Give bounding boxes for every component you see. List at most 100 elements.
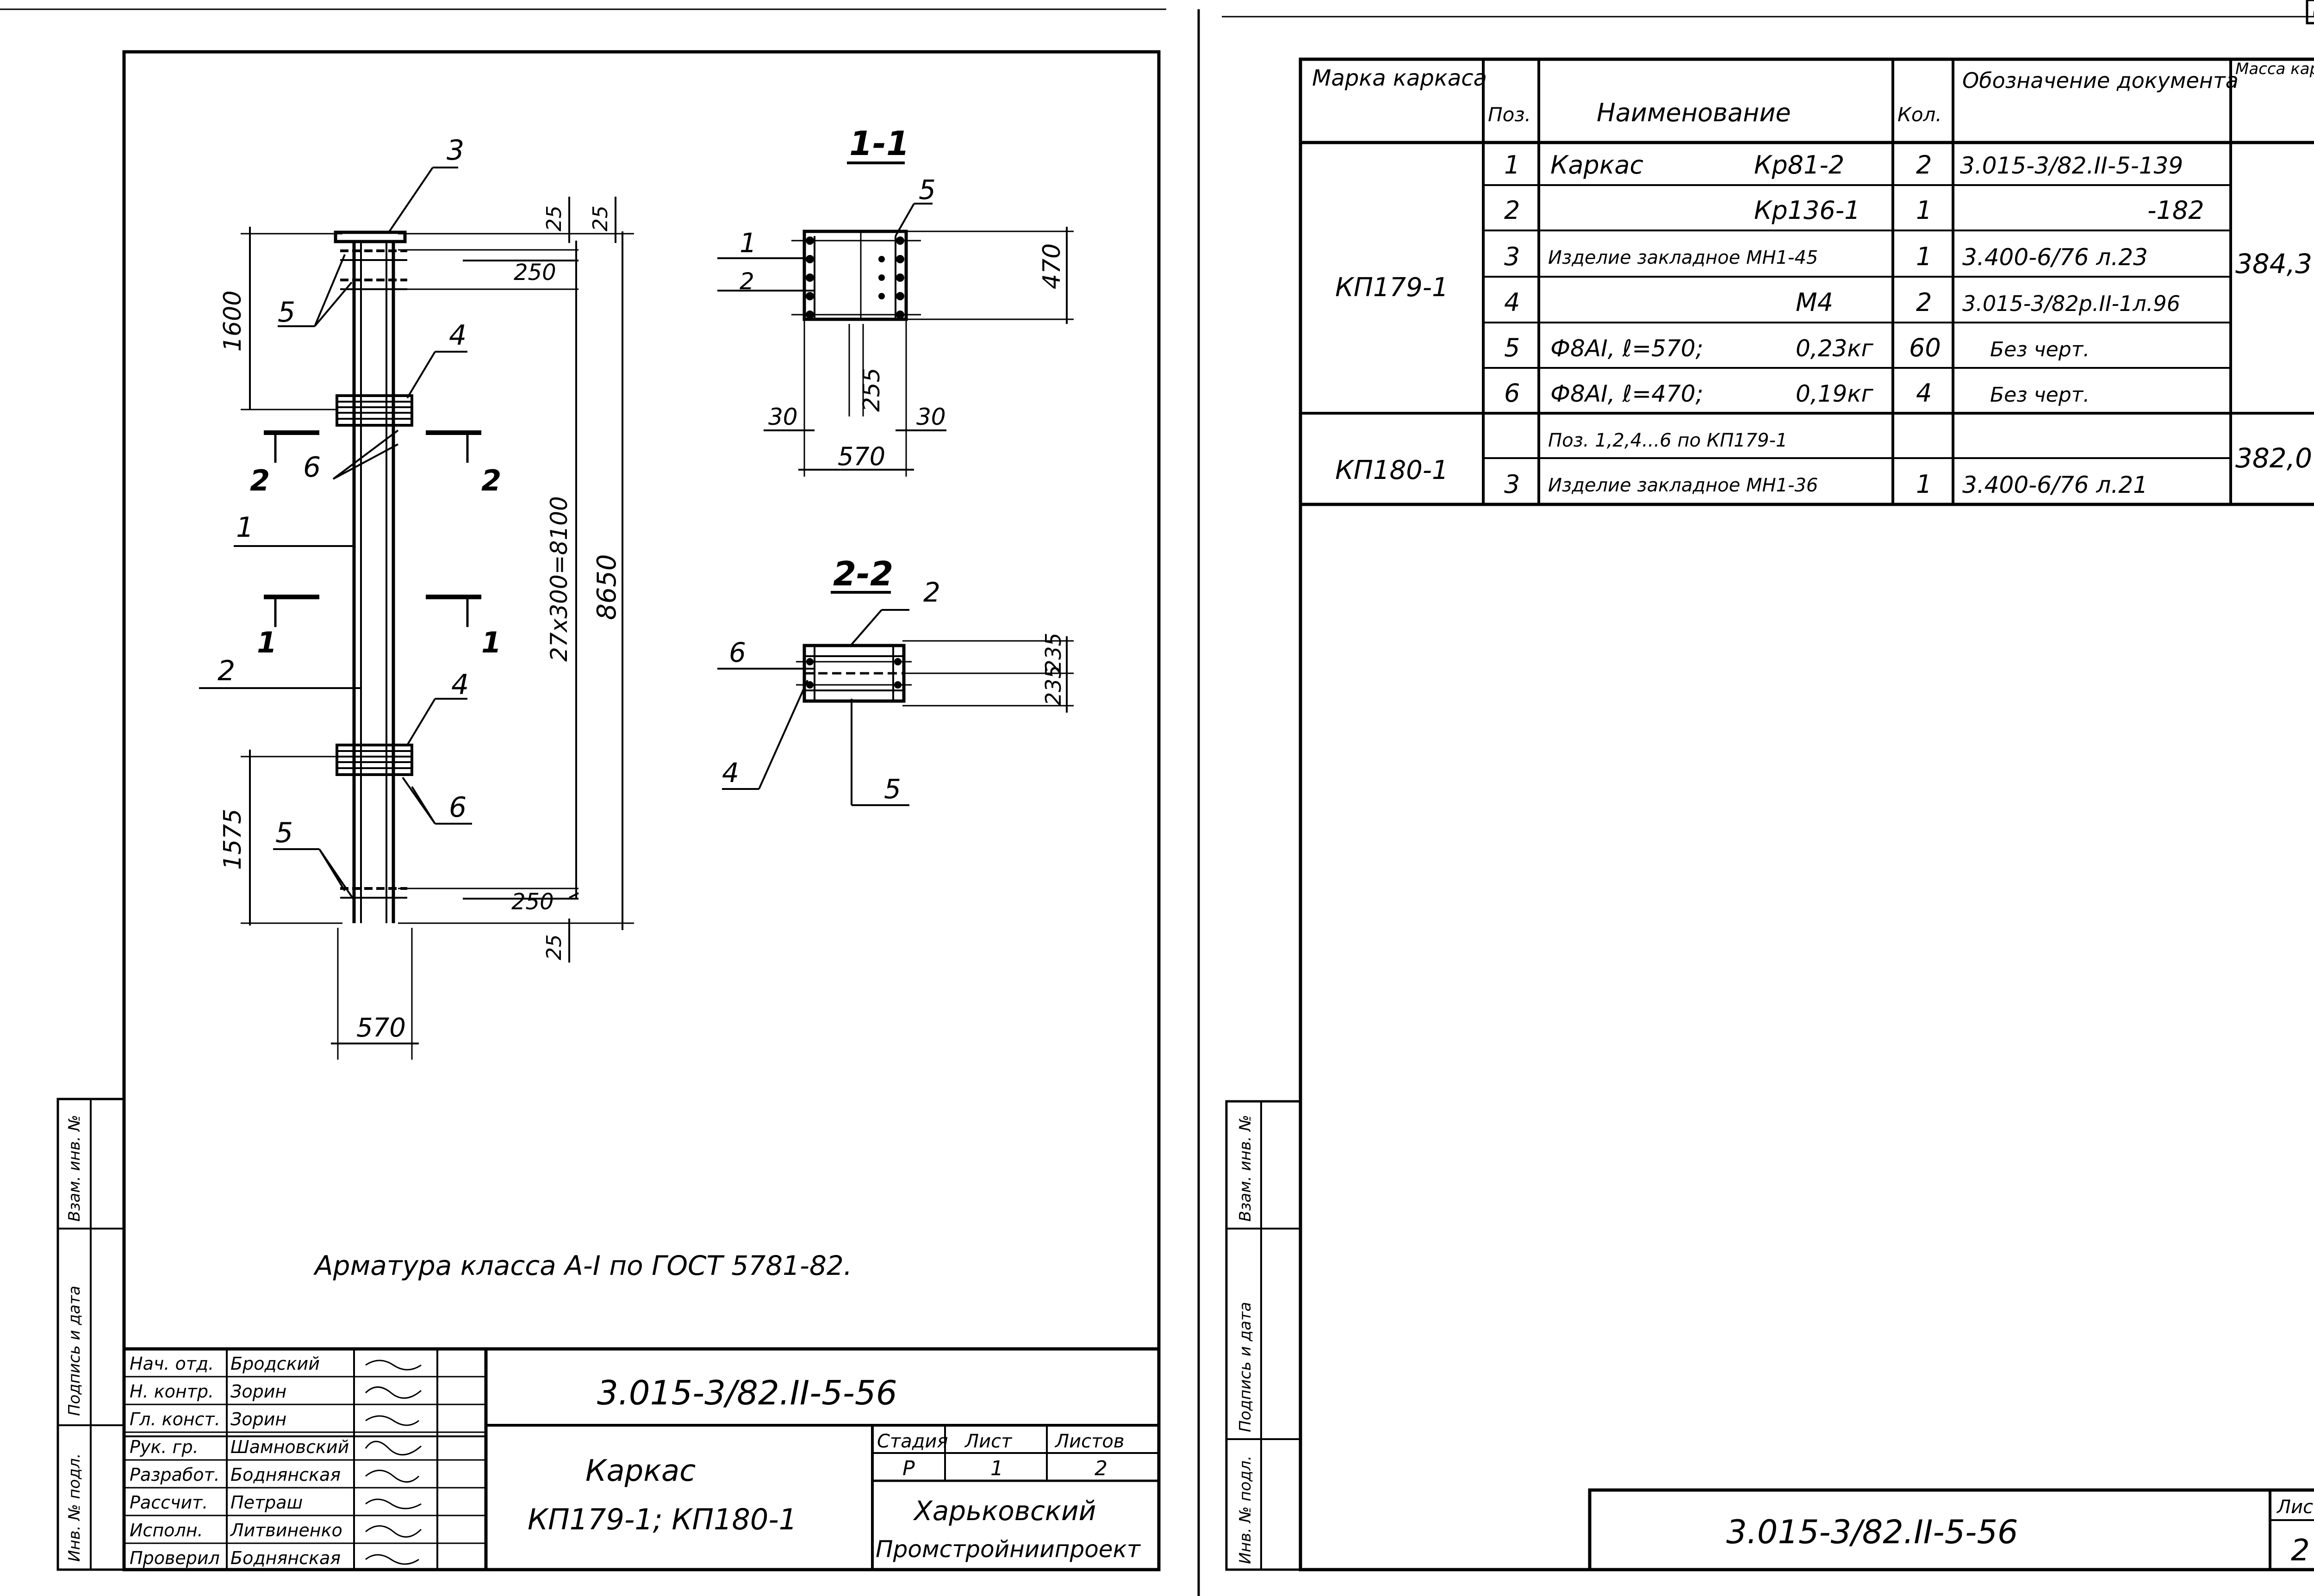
dim-25-top-b: 25 [589,205,612,231]
section-2-2: 2-2 [717,554,1074,806]
row7-name: Поз. 1,2,4...6 по КП179-1 [1548,430,1787,451]
sig-role-3: Рук. гр. [130,1437,199,1457]
row3-pos: 3 [1504,242,1520,271]
sig-name-6: Литвиненко [230,1520,342,1540]
s1-dim-570: 570 [838,442,885,471]
mark-kp180: КП180-1 [1335,455,1449,485]
sig-role-1: Н. контр. [130,1381,214,1402]
title-name-line2: КП179-1; КП180-1 [528,1503,797,1536]
dim-8650: 8650 [592,554,622,620]
cut-1-right: 1 [481,626,501,659]
s2-pos-5: 5 [884,773,901,805]
hdr-qty: Кол. [1897,103,1942,126]
dim-1575: 1575 [219,809,247,870]
row4-pos: 4 [1504,288,1520,317]
r-stamp-vzam: Взам. инв. № [1236,1115,1255,1222]
s1-dim-30-right: 30 [916,404,946,430]
sheet-value: 1 [990,1457,1003,1480]
cut-1-left: 1 [257,626,277,659]
s2-pos-6: 6 [729,637,746,668]
r-stamp-podpis: Подпись и дата [1236,1302,1255,1432]
row6-qty: 4 [1916,379,1932,408]
row1-name2: Кр81-2 [1754,150,1844,180]
sheets-value: 2 [1095,1457,1107,1480]
sig-role-6: Исполн. [130,1520,203,1540]
stamp-inv-podl: Инв. № подл. [65,1453,84,1562]
dim-27x300: 27х300=8100 [546,496,572,662]
right-sheet: Инв. № подл. Подпись и дата Взам. инв. № [1225,57,2314,1571]
row6-name: Ф8АI, ℓ=470; [1550,380,1703,407]
elevation-labels: 3 5 4 6 1 2 4 6 5 2 2 1 1 1600 25 25 250… [218,134,622,1043]
title-block: Нач. отд. Бродский Н. контр. Зорин Гл. к… [124,1347,1159,1570]
s2-pos-4: 4 [722,757,739,789]
stamp-vzam: Взам. инв. № [65,1115,84,1222]
pos-6-bot-label: 6 [449,791,467,824]
hdr-pos: Поз. [1488,103,1531,126]
specification-table: Марка каркаса Поз. Наименование Кол. Обо… [1300,59,2314,506]
right-bottom-stamp: 3.015-3/82.II-5-56 Лист 2 [1588,1488,2314,1571]
organization-line1: Харьковский [913,1495,1096,1527]
page-number: 67 [2306,0,2314,25]
dim-570-bottom: 570 [356,1013,406,1043]
sig-name-4: Боднянская [230,1465,341,1485]
stamp-podpis: Подпись и дата [65,1285,84,1416]
row6-pos: 6 [1504,379,1520,408]
row1-qty: 2 [1916,150,1932,180]
sig-role-7: Проверил [130,1548,220,1568]
sheets-header: Листов [1054,1431,1124,1452]
pos-1-label: 1 [236,511,254,544]
s1-pos-5: 5 [919,174,936,205]
row3-qty: 1 [1916,242,1932,271]
pos-4-bot-label: 4 [451,669,469,701]
row1-name: Каркас [1550,150,1643,180]
dim-1600: 1600 [219,291,247,352]
s1-dim-470: 470 [1038,243,1066,289]
section-2-2-title: 2-2 [833,554,893,593]
sig-name-3: Шамновский [230,1437,349,1457]
row4-doc: 3.015-3/82р.II-1л.96 [1962,291,2180,316]
sheet-header: Лист [964,1431,1013,1452]
dim-25-bot: 25 [542,934,566,960]
sig-role-5: Рассчит. [130,1492,208,1513]
row3-doc: 3.400-6/76 л.23 [1962,244,2148,271]
sig-name-2: Зорин [230,1409,286,1429]
row1-pos: 1 [1504,150,1520,180]
organization-line2: Промстройниипроект [876,1536,1141,1563]
row8-qty: 1 [1916,470,1932,499]
row4-name2: М4 [1796,288,1833,317]
reinforcement-note: Арматура класса А-I по ГОСТ 5781-82. [313,1250,852,1281]
hdr-mark: Марка каркаса [1312,65,1487,91]
left-frame [122,50,1161,1571]
row2-name2: Кр136-1 [1754,196,1860,225]
title-name-line1: Каркас [585,1454,696,1488]
row5-qty: 60 [1909,333,1941,362]
row2-qty: 1 [1916,196,1932,225]
hdr-mass: Масса каркаса кг [2235,60,2314,78]
elevation-drawing [199,167,634,1060]
row2-doc: -182 [2147,196,2204,225]
row5-name2: 0,23кг [1796,335,1874,362]
s1-dim-30-left: 30 [768,404,798,430]
s1-pos-1: 1 [740,227,757,259]
right-side-stamp: Инв. № подл. Подпись и дата Взам. инв. № [1225,1100,1302,1571]
row6-name2: 0,19кг [1796,380,1874,407]
pos-2-label: 2 [218,655,235,687]
sig-name-0: Бродский [230,1354,320,1374]
r-stamp-inv-podl: Инв. № подл. [1236,1455,1255,1564]
hdr-name: Наименование [1597,98,1791,127]
s2-pos-2: 2 [923,577,940,608]
signature-rows: Нач. отд. Бродский Н. контр. Зорин Гл. к… [130,1354,349,1568]
cut-2-right: 2 [481,464,501,497]
sig-name-1: Зорин [230,1381,286,1402]
row1-doc: 3.015-3/82.II-5-139 [1960,152,2183,179]
mass-kp179: 384,3 [2235,248,2312,279]
right-sheet-label: Лист [2276,1497,2314,1518]
sig-name-5: Петраш [230,1492,303,1513]
s1-pos-2: 2 [740,268,754,295]
section-1-1-title: 1-1 [849,124,909,163]
svg-text:67: 67 [2312,0,2314,25]
mark-kp179: КП179-1 [1335,273,1449,303]
cut-2-left: 2 [250,464,270,497]
sig-role-4: Разработ. [130,1465,220,1485]
